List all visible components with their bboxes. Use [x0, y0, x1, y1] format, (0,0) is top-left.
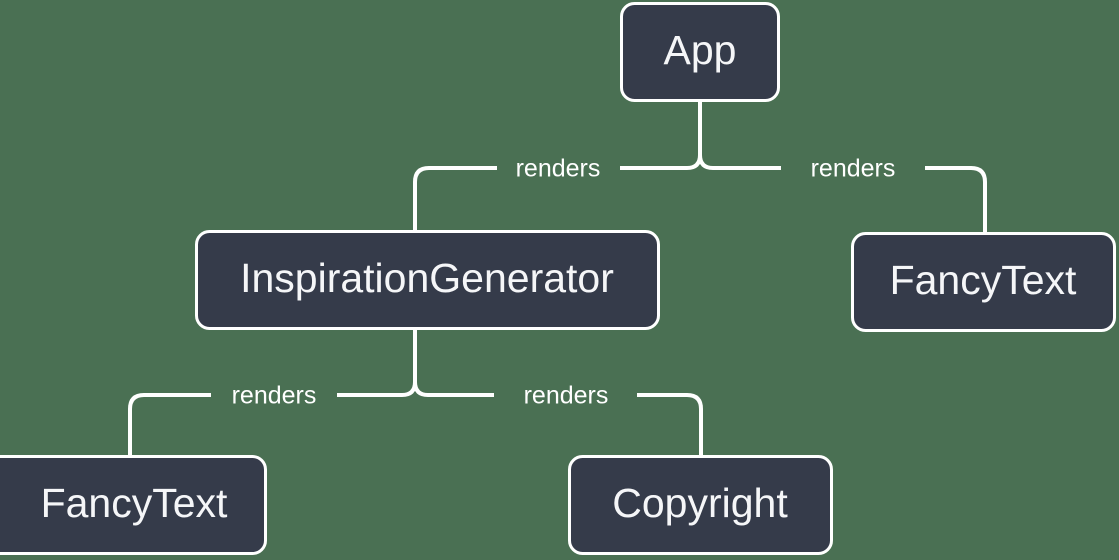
edge-label-inspiration-to-fancytext: renders	[232, 382, 317, 410]
node-inspiration-generator-box	[195, 230, 660, 330]
edge-app-trunk-left	[686, 154, 702, 170]
node-fancytext-bottom-box	[0, 455, 267, 555]
node-copyright-box	[568, 455, 833, 555]
node-fancytext-right[interactable]: FancyText	[851, 232, 1116, 332]
node-fancytext-bottom-label: FancyText	[41, 480, 228, 526]
node-app-label: App	[664, 27, 737, 73]
edge-inspiration-to-fancytext-left-seg	[128, 393, 211, 457]
node-inspiration-generator[interactable]: InspirationGenerator	[195, 230, 660, 330]
node-inspiration-generator-label: InspirationGenerator	[240, 255, 614, 301]
edge-app-to-inspiration-left-seg	[413, 166, 497, 232]
node-copyright[interactable]: Copyright	[568, 455, 833, 555]
edge-inspiration-trunk-left	[401, 381, 417, 397]
node-app-box	[620, 2, 780, 102]
edge-app-trunk	[698, 100, 714, 170]
edge-inspiration-trunk	[413, 330, 429, 397]
node-app[interactable]: App	[620, 2, 780, 102]
node-copyright-label: Copyright	[612, 480, 788, 526]
edge-app-to-fancytext-right-seg	[925, 166, 987, 232]
edge-inspiration-to-copyright-right-seg	[637, 393, 703, 457]
edge-label-inspiration-to-copyright: renders	[524, 382, 609, 410]
edge-label-app-to-fancytext-right: renders	[811, 155, 896, 183]
node-fancytext-right-box	[851, 232, 1116, 332]
edge-label-app-to-inspiration-generator: renders	[516, 155, 601, 183]
node-fancytext-bottom[interactable]: FancyText	[0, 455, 267, 555]
node-fancytext-right-label: FancyText	[890, 257, 1077, 303]
